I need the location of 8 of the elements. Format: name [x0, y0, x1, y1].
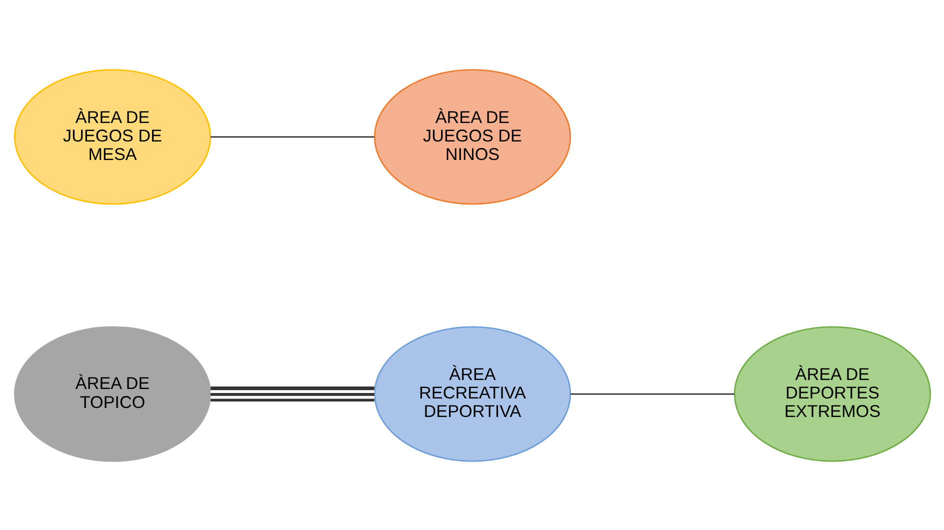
node-ellipse: ÀREA DE JUEGOS DE NINOS — [373, 68, 571, 204]
connector — [210, 386, 374, 402]
node-ellipse: ÀREA DE DEPORTES EXTREMOS — [733, 326, 930, 462]
node-ellipse: ÀREA RECREATIVA DEPORTIVA — [373, 326, 571, 462]
connector — [210, 136, 374, 138]
connector — [570, 392, 734, 394]
node-ellipse: ÀREA DE TOPICO — [14, 326, 211, 462]
node-ellipse: ÀREA DE JUEGOS DE MESA — [14, 68, 211, 204]
